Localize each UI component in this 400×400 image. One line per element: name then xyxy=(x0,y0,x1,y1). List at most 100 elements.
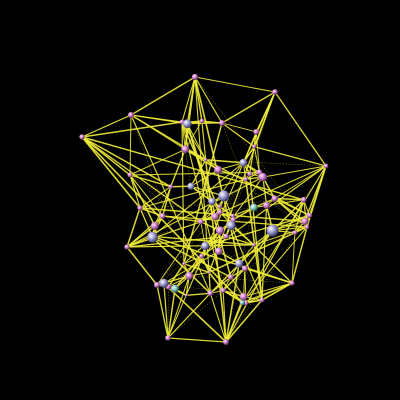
atom-sphere-pink xyxy=(217,209,223,215)
atom-sphere-lavender xyxy=(218,190,230,202)
bond-line xyxy=(126,246,158,286)
atom-sphere-pink xyxy=(230,213,235,218)
bond-line xyxy=(186,123,207,161)
atom-sphere-lavender xyxy=(239,158,248,167)
atom-sphere-pink xyxy=(191,73,199,81)
bond-line xyxy=(208,272,211,294)
bond-line xyxy=(130,114,219,171)
bond-line xyxy=(190,159,207,187)
bond-line xyxy=(242,282,293,304)
atom-sphere-pink xyxy=(207,270,211,274)
bond-line xyxy=(274,165,327,199)
bond-line xyxy=(225,299,263,343)
atom-sphere-pink xyxy=(207,290,214,297)
bond-line xyxy=(130,76,196,116)
atom-sphere-pink xyxy=(182,262,186,266)
bond-line xyxy=(154,186,172,227)
atom-sphere-pink xyxy=(184,293,188,297)
bond-line xyxy=(253,207,273,231)
bond-line xyxy=(126,221,201,248)
atom-sphere-teal xyxy=(171,284,179,293)
bond-line xyxy=(274,197,306,222)
bond-line xyxy=(209,276,232,294)
atom-sphere-pink xyxy=(271,195,279,202)
atom-spheres xyxy=(79,73,329,345)
bond-lines xyxy=(81,76,327,343)
bond-line xyxy=(189,275,293,284)
atom-sphere-pink xyxy=(301,217,309,225)
atom-sphere-pink xyxy=(272,89,278,95)
bond-line xyxy=(230,225,263,301)
atom-sphere-pink xyxy=(252,144,257,149)
bond-line xyxy=(168,173,250,287)
atom-sphere-pink xyxy=(263,201,271,209)
atom-sphere-pink xyxy=(258,172,268,182)
bond-line xyxy=(185,162,244,296)
bond-line xyxy=(81,136,243,304)
atom-sphere-pink xyxy=(252,243,256,247)
bond-line xyxy=(194,76,223,124)
bond-line xyxy=(174,263,185,289)
atom-sphere-pink xyxy=(211,212,219,221)
atom-sphere-teal xyxy=(239,299,246,306)
bond-line xyxy=(219,205,267,213)
bond-line xyxy=(291,226,308,284)
bond-line xyxy=(126,244,255,248)
bond-line xyxy=(255,131,260,173)
bond-line xyxy=(194,76,276,93)
bond-line xyxy=(261,282,293,301)
bond-line xyxy=(167,275,190,339)
bond-line xyxy=(81,136,202,223)
bond-line xyxy=(181,121,207,161)
bond-line xyxy=(242,131,257,163)
bond-line xyxy=(139,178,246,209)
bond-line xyxy=(225,221,306,343)
bond-line xyxy=(129,148,186,176)
bond-line xyxy=(161,186,172,217)
atom-sphere-pink xyxy=(259,297,265,303)
bond-line xyxy=(151,235,293,284)
bond-line xyxy=(181,121,221,213)
atom-sphere-lavender xyxy=(208,197,216,206)
bond-line xyxy=(186,292,211,296)
bond-line xyxy=(167,263,185,288)
bond-line xyxy=(130,114,188,125)
bond-line xyxy=(254,145,327,167)
atom-sphere-pink xyxy=(154,282,160,288)
bond-line xyxy=(221,91,276,124)
bond-line xyxy=(129,174,171,188)
atom-sphere-pink xyxy=(199,118,205,124)
bond-line xyxy=(190,185,224,197)
bond-line xyxy=(209,272,231,278)
atom-sphere-pink xyxy=(241,265,248,272)
bond-line xyxy=(129,114,132,176)
bond-line xyxy=(225,172,260,343)
bond-line xyxy=(139,186,172,209)
atom-sphere-pink xyxy=(247,171,253,177)
bond-line xyxy=(167,288,176,339)
atom-sphere-lavender xyxy=(159,278,169,288)
bond-line xyxy=(261,205,268,301)
atom-sphere-pink xyxy=(124,244,130,250)
atom-sphere-pink xyxy=(218,119,226,127)
bond-line xyxy=(181,76,196,123)
bond-line xyxy=(222,289,243,304)
bond-line xyxy=(201,165,327,257)
atom-sphere-pink xyxy=(289,280,295,286)
atom-sphere-pink xyxy=(150,221,159,230)
atom-sphere-pink xyxy=(239,292,248,301)
atom-sphere-pink xyxy=(214,247,223,256)
bond-line xyxy=(130,114,185,264)
bond-line xyxy=(81,121,183,138)
bond-line xyxy=(205,159,310,216)
bond-line xyxy=(225,235,255,246)
bond-line xyxy=(194,76,306,222)
bond-line xyxy=(225,263,240,343)
bond-line xyxy=(126,207,141,248)
bond-line xyxy=(274,91,327,167)
bond-line xyxy=(167,337,227,343)
atom-sphere-pink xyxy=(306,212,313,219)
atom-sphere-pink xyxy=(197,218,204,225)
